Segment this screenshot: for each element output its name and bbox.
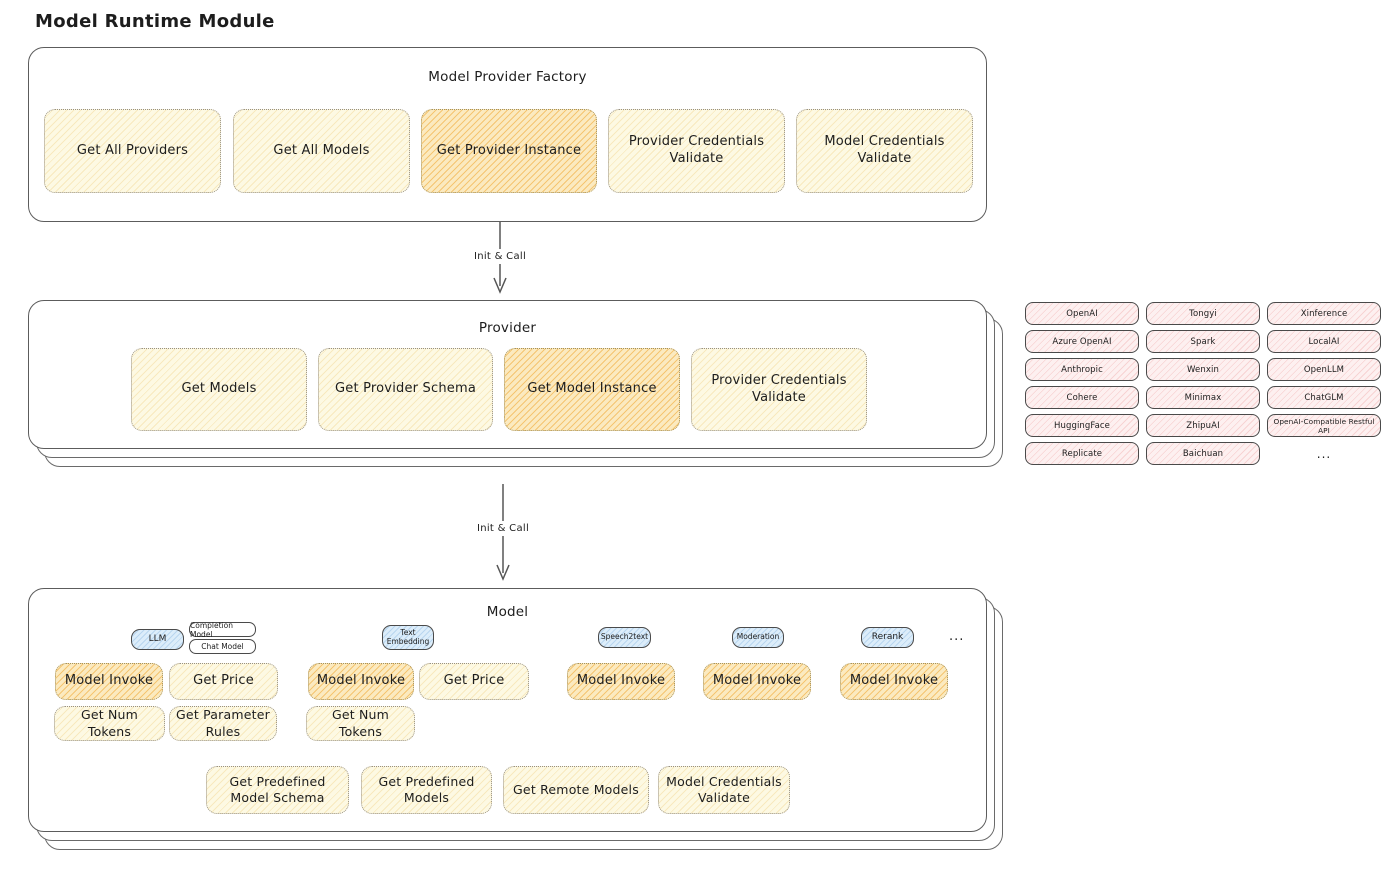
model-box-llm-get-num-tokens: Get Num Tokens [54, 706, 165, 741]
provider-list-grid: OpenAI Tongyi Xinference Azure OpenAI Sp… [1025, 302, 1381, 465]
provider-box-get-models: Get Models [131, 348, 307, 431]
provider-cell-anthropic: Anthropic [1025, 358, 1139, 381]
provider-cell-openllm: OpenLLM [1267, 358, 1381, 381]
provider-cell-minimax: Minimax [1146, 386, 1260, 409]
model-tab-rerank: Rerank [861, 627, 914, 648]
provider-cell-openai: OpenAI [1025, 302, 1139, 325]
provider-cell-wenxin: Wenxin [1146, 358, 1260, 381]
factory-title: Model Provider Factory [428, 69, 587, 85]
factory-box-get-all-providers: Get All Providers [44, 109, 221, 193]
provider-box-get-provider-schema: Get Provider Schema [318, 348, 493, 431]
provider-cell-replicate: Replicate [1025, 442, 1139, 465]
factory-box-model-credentials-validate: Model Credentials Validate [796, 109, 973, 193]
model-box-get-predefined-models: Get Predefined Models [361, 766, 492, 814]
provider-panel: Provider Get Models Get Provider Schema … [28, 300, 987, 449]
model-box-speech2text-model-invoke: Model Invoke [567, 663, 675, 700]
factory-box-get-provider-instance: Get Provider Instance [421, 109, 597, 193]
provider-cell-xinference: Xinference [1267, 302, 1381, 325]
provider-cell-huggingface: HuggingFace [1025, 414, 1139, 437]
model-subtab-completion-model: Completion Model [189, 621, 256, 639]
provider-cell-spark: Spark [1146, 330, 1260, 353]
provider-box-provider-credentials-validate: Provider Credentials Validate [691, 348, 867, 431]
provider-cell-tongyi: Tongyi [1146, 302, 1260, 325]
provider-title: Provider [478, 320, 537, 336]
model-box-get-remote-models: Get Remote Models [503, 766, 649, 814]
model-box-llm-model-invoke: Model Invoke [55, 663, 163, 700]
provider-box-get-model-instance: Get Model Instance [504, 348, 680, 431]
provider-cell-localai: LocalAI [1267, 330, 1381, 353]
model-box-moderation-model-invoke: Model Invoke [703, 663, 811, 700]
init-call-label-2: Init & Call [471, 521, 535, 536]
model-tab-llm: LLM [131, 629, 184, 650]
init-call-label-1: Init & Call [468, 249, 532, 264]
model-tab-moderation: Moderation [732, 627, 784, 648]
model-tabs-more-ellipsis: ... [949, 629, 965, 644]
factory-box-provider-credentials-validate: Provider Credentials Validate [608, 109, 785, 193]
model-box-embedding-model-invoke: Model Invoke [308, 663, 414, 700]
model-subtab-chat-model: Chat Model [189, 639, 256, 654]
model-panel: Model LLM Completion Model Chat Model Te… [28, 588, 987, 832]
model-box-rerank-model-invoke: Model Invoke [840, 663, 948, 700]
provider-cell-azure-openai: Azure OpenAI [1025, 330, 1139, 353]
factory-panel: Model Provider Factory Get All Providers… [28, 47, 987, 222]
provider-cell-openai-compatible: OpenAI-Compatible Restful API [1267, 414, 1381, 437]
provider-cell-cohere: Cohere [1025, 386, 1139, 409]
provider-cell-baichuan: Baichuan [1146, 442, 1260, 465]
model-title: Model [486, 604, 529, 620]
provider-cell-chatglm: ChatGLM [1267, 386, 1381, 409]
provider-cell-zhipuai: ZhipuAI [1146, 414, 1260, 437]
model-box-embedding-get-num-tokens: Get Num Tokens [306, 706, 415, 741]
page-title: Model Runtime Module [35, 11, 275, 32]
provider-list-more-ellipsis: ... [1316, 446, 1332, 461]
model-box-llm-get-parameter-rules: Get Parameter Rules [169, 706, 277, 741]
model-box-llm-get-price: Get Price [169, 663, 278, 700]
factory-box-get-all-models: Get All Models [233, 109, 410, 193]
model-box-get-predefined-model-schema: Get Predefined Model Schema [206, 766, 349, 814]
model-box-embedding-get-price: Get Price [419, 663, 529, 700]
model-tab-text-embedding: Text Embedding [382, 625, 434, 650]
model-tab-speech2text: Speech2text [598, 627, 651, 648]
model-box-model-credentials-validate: Model Credentials Validate [658, 766, 790, 814]
